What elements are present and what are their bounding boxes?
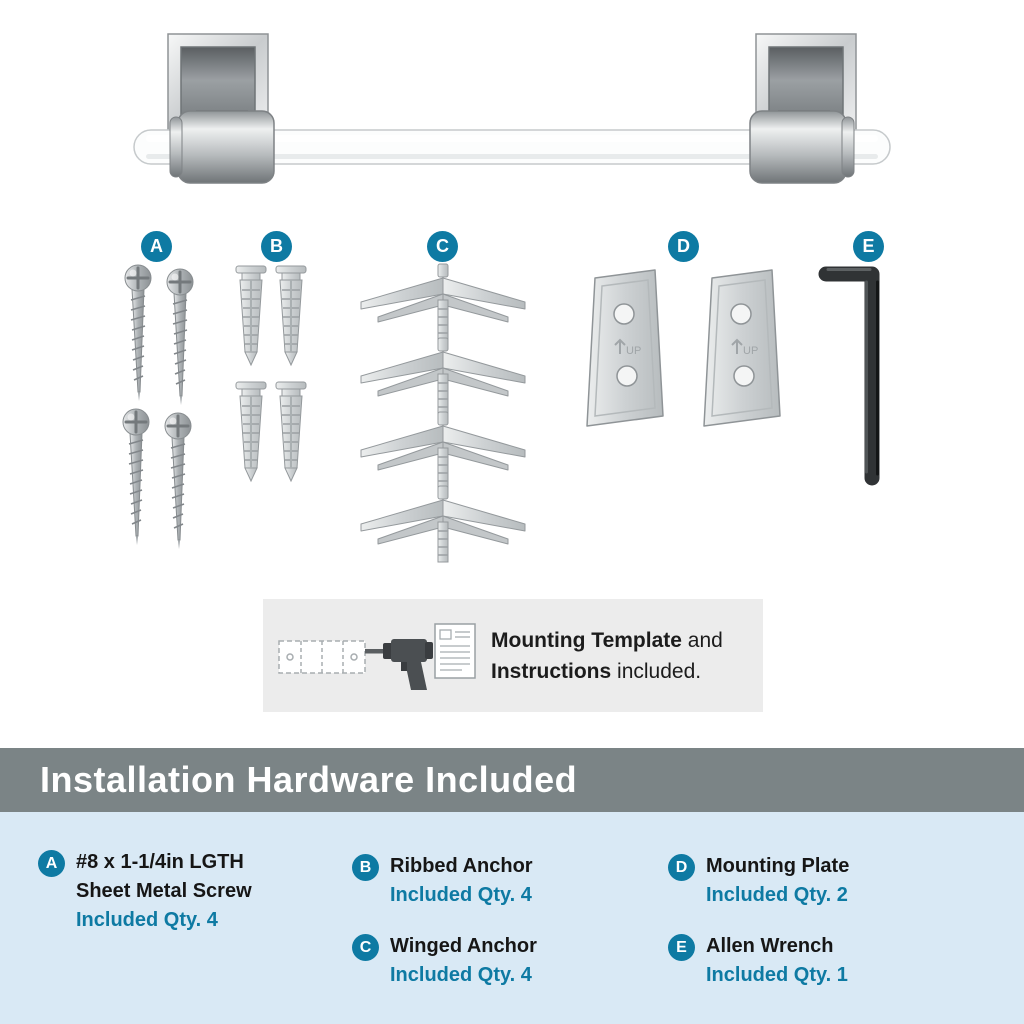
hardware-item-screw: A #8 x 1-1/4in LGTH Sheet Metal Screw In… [38, 848, 252, 935]
winged-anchor [360, 337, 526, 415]
product-and-parts-illustration: UP [121, 33, 891, 563]
diagram-badge-d: D [668, 231, 699, 262]
allen-wrench [826, 270, 878, 479]
mounting-note-text: Mounting Template and Instructions inclu… [491, 625, 723, 687]
winged-anchor [360, 485, 526, 563]
item-badge-c: C [352, 934, 379, 961]
banner-title: Installation Hardware Included [40, 759, 578, 800]
note-template-bold: Mounting Template [491, 628, 682, 652]
item-name: Allen Wrench [706, 935, 834, 957]
item-text: Mounting Plate Included Qty. 2 [706, 852, 849, 910]
diagram-badge-e: E [853, 231, 884, 262]
mounting-note-box: Mounting Template and Instructions inclu… [263, 599, 763, 712]
note-instructions-bold: Instructions [491, 659, 612, 683]
item-badge-a: A [38, 850, 65, 877]
item-name: Winged Anchor [390, 935, 537, 957]
sheet-metal-screw [121, 407, 151, 547]
mounting-plate [703, 269, 781, 427]
item-text: Winged Anchor Included Qty. 4 [390, 932, 537, 990]
item-text: #8 x 1-1/4in LGTH Sheet Metal Screw Incl… [76, 848, 252, 935]
ribbed-anchor [235, 381, 267, 482]
sheet-metal-screw [165, 267, 195, 407]
item-name-line1: #8 x 1-1/4in LGTH [76, 851, 244, 873]
item-badge-d: D [668, 854, 695, 881]
item-name-line2: Sheet Metal Screw [76, 880, 252, 902]
mounting-plate [586, 269, 664, 427]
sheet-metal-screw [163, 411, 193, 551]
hardware-item-mounting-plate: D Mounting Plate Included Qty. 2 [668, 852, 849, 910]
hardware-item-winged-anchor: C Winged Anchor Included Qty. 4 [352, 932, 537, 990]
ribbed-anchor [275, 381, 307, 482]
item-name: #8 x 1-1/4in LGTH Sheet Metal Screw [76, 848, 252, 906]
towel-bar-product [133, 33, 891, 184]
item-text: Allen Wrench Included Qty. 1 [706, 932, 848, 990]
winged-anchor [360, 411, 526, 489]
diagram-badge-a: A [141, 231, 172, 262]
item-qty: Included Qty. 4 [390, 884, 532, 906]
item-badge-e: E [668, 934, 695, 961]
mounting-template-icon [278, 639, 366, 674]
item-qty: Included Qty. 4 [76, 909, 218, 931]
diagram-badge-b: B [261, 231, 292, 262]
instructions-document-icon [434, 622, 476, 679]
item-badge-b: B [352, 854, 379, 881]
drill-icon [365, 638, 433, 690]
hardware-item-allen-wrench: E Allen Wrench Included Qty. 1 [668, 932, 848, 990]
item-qty: Included Qty. 1 [706, 964, 848, 986]
note-template-rest: and [681, 628, 723, 652]
item-qty: Included Qty. 2 [706, 884, 848, 906]
hardware-list-panel: A #8 x 1-1/4in LGTH Sheet Metal Screw In… [0, 812, 1024, 1024]
ribbed-anchor [275, 265, 307, 366]
sheet-metal-screw [123, 263, 153, 403]
note-icons [278, 622, 476, 690]
item-name: Mounting Plate [706, 855, 850, 877]
item-qty: Included Qty. 4 [390, 964, 532, 986]
item-name: Ribbed Anchor [390, 855, 533, 877]
winged-anchor [360, 263, 526, 341]
hardware-item-ribbed-anchor: B Ribbed Anchor Included Qty. 4 [352, 852, 533, 910]
section-banner: Installation Hardware Included [0, 748, 1024, 812]
diagram-badge-c: C [427, 231, 458, 262]
item-text: Ribbed Anchor Included Qty. 4 [390, 852, 533, 910]
ribbed-anchor [235, 265, 267, 366]
note-instructions-rest: included. [611, 659, 702, 683]
